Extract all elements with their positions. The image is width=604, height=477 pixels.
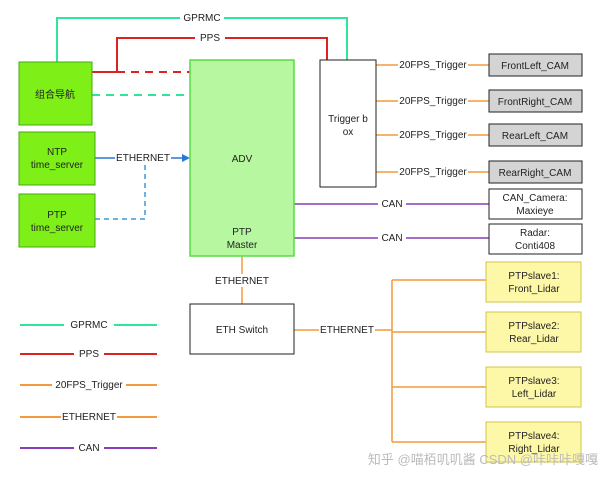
camera-label-4: RearRight_CAM <box>499 168 572 179</box>
radar-label-1: Radar: <box>520 228 550 239</box>
legend-label-gprmc: GPRMC <box>70 320 107 331</box>
ntp-label-1: NTP <box>47 147 67 158</box>
legend-label-pps: PPS <box>79 349 99 360</box>
eth-switch-node: ETH Switch <box>189 303 295 355</box>
can-camera-label-1: CAN_Camera: <box>502 193 567 204</box>
ethernet-switch-label: ETHERNET <box>320 325 374 336</box>
ethernet-adv-label: ETHERNET <box>215 276 269 287</box>
can-label-2: CAN <box>381 233 402 244</box>
legend-label-can: CAN <box>78 443 99 454</box>
ptp-slave-label-1a: PTPslave1: <box>508 271 559 282</box>
trigger-label-4: 20FPS_Trigger <box>399 167 467 178</box>
camera-node-4: RearRight_CAM <box>488 160 583 184</box>
ethernet-ptp-dashed-line <box>95 158 146 220</box>
camera-label-2: FrontRight_CAM <box>498 97 572 108</box>
ethernet-arrowhead <box>182 154 190 162</box>
ptp-slave-node-3: PTPslave3: Left_Lidar <box>485 366 582 408</box>
trigger-label-2: 20FPS_Trigger <box>399 96 467 107</box>
ptp-slave-node-1: PTPslave1: Front_Lidar <box>485 261 582 303</box>
radar-node: Radar: Conti408 <box>488 223 583 255</box>
ntp-server-node: NTP time_server <box>18 131 96 186</box>
ptp-server-label-2: time_server <box>31 223 84 234</box>
ptp-server-label-1: PTP <box>47 210 67 221</box>
can-label-1: CAN <box>381 199 402 210</box>
pps-label: PPS <box>200 33 220 44</box>
ptp-slave-node-4: PTPslave4: Right_Lidar <box>485 421 582 463</box>
ptp-slave-node-2: PTPslave2: Rear_Lidar <box>485 311 582 353</box>
eth-switch-label: ETH Switch <box>216 325 268 336</box>
nodes: 组合导航 NTP time_server PTP time_server ADV… <box>18 53 583 463</box>
radar-label-2: Conti408 <box>515 241 555 252</box>
nav-node: 组合导航 <box>18 61 93 126</box>
legend: GPRMC PPS 20FPS_Trigger ETHERNET CAN <box>20 318 157 454</box>
ptp-slave-label-1b: Front_Lidar <box>508 284 560 295</box>
ptp-slave-label-2b: Rear_Lidar <box>509 334 559 345</box>
trigger-box-label-1: Trigger b <box>328 114 368 125</box>
camera-node-3: RearLeft_CAM <box>488 123 583 147</box>
nav-label: 组合导航 <box>35 88 75 101</box>
trigger-label-3: 20FPS_Trigger <box>399 130 467 141</box>
trigger-box-node: Trigger b ox <box>319 59 377 188</box>
ptp-server-node: PTP time_server <box>18 193 96 248</box>
ptp-slave-label-4a: PTPslave4: <box>508 431 559 442</box>
trigger-label-1: 20FPS_Trigger <box>399 60 467 71</box>
camera-label-3: RearLeft_CAM <box>502 131 568 142</box>
ptp-slave-label-3b: Left_Lidar <box>512 389 557 400</box>
can-camera-node: CAN_Camera: Maxieye <box>488 188 583 220</box>
ethernet-ntp-label: ETHERNET <box>116 153 170 164</box>
camera-node-2: FrontRight_CAM <box>488 89 583 113</box>
watermark: 知乎 @喵栢叽叽酱 CSDN @咔咔咔嘎嘎 <box>368 452 598 467</box>
legend-label-trigger: 20FPS_Trigger <box>55 380 123 391</box>
ptp-master-label-2: Master <box>227 240 258 251</box>
camera-label-1: FrontLeft_CAM <box>501 61 569 72</box>
camera-node-1: FrontLeft_CAM <box>488 53 583 77</box>
can-camera-label-2: Maxieye <box>516 206 554 217</box>
ptp-slave-label-4b: Right_Lidar <box>508 444 560 455</box>
ptp-master-label-1: PTP <box>232 227 252 238</box>
ptp-slave-label-2a: PTPslave2: <box>508 321 559 332</box>
gprmc-label: GPRMC <box>183 13 220 24</box>
adv-node: ADV PTP Master <box>189 59 295 257</box>
adv-label: ADV <box>232 154 253 165</box>
trigger-box-label-2: ox <box>343 127 354 138</box>
line-labels: GPRMC PPS ETHERNET ETHERNET ETHERNET 20F… <box>115 11 468 336</box>
legend-label-ethernet: ETHERNET <box>62 412 116 423</box>
ntp-label-2: time_server <box>31 160 84 171</box>
ptp-slave-label-3a: PTPslave3: <box>508 376 559 387</box>
pps-line <box>92 37 328 73</box>
